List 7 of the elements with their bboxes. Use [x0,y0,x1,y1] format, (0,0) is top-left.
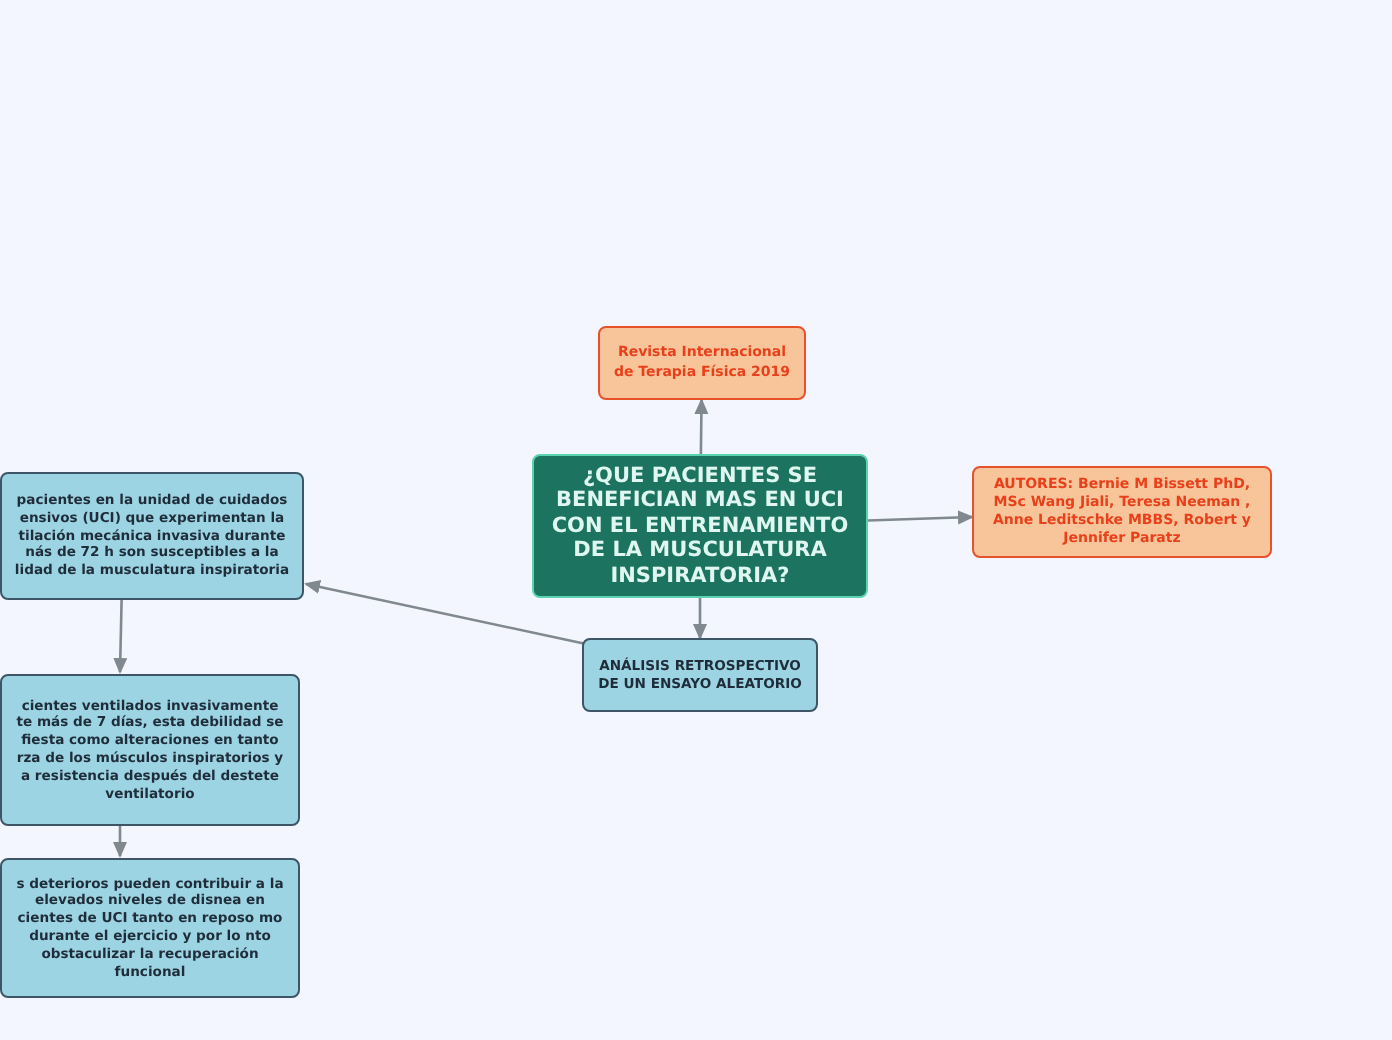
arrow [304,580,587,646]
arrow [694,398,709,454]
arrow [867,510,974,525]
arrow [693,598,707,640]
arrow [113,826,127,858]
topic-box: ¿QUE PACIENTES SE BENEFICIAN MAS EN UCI CON EL ENTRENAMIENTO DE LA MUSCULATURA INSPIRATORIA? [532,454,868,598]
arrow [113,599,128,674]
